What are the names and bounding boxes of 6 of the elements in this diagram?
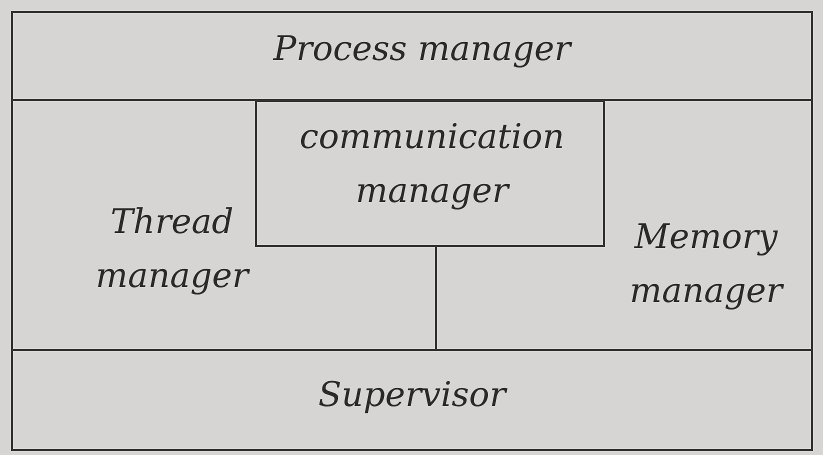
process-box bbox=[255, 100, 605, 247]
component-label: communication manager bbox=[298, 116, 566, 214]
component-label: Memory manager bbox=[628, 216, 785, 314]
component-label: Supervisor bbox=[317, 374, 508, 417]
component-label: Process manager bbox=[272, 28, 574, 71]
component-label: Thread manager bbox=[94, 201, 251, 298]
